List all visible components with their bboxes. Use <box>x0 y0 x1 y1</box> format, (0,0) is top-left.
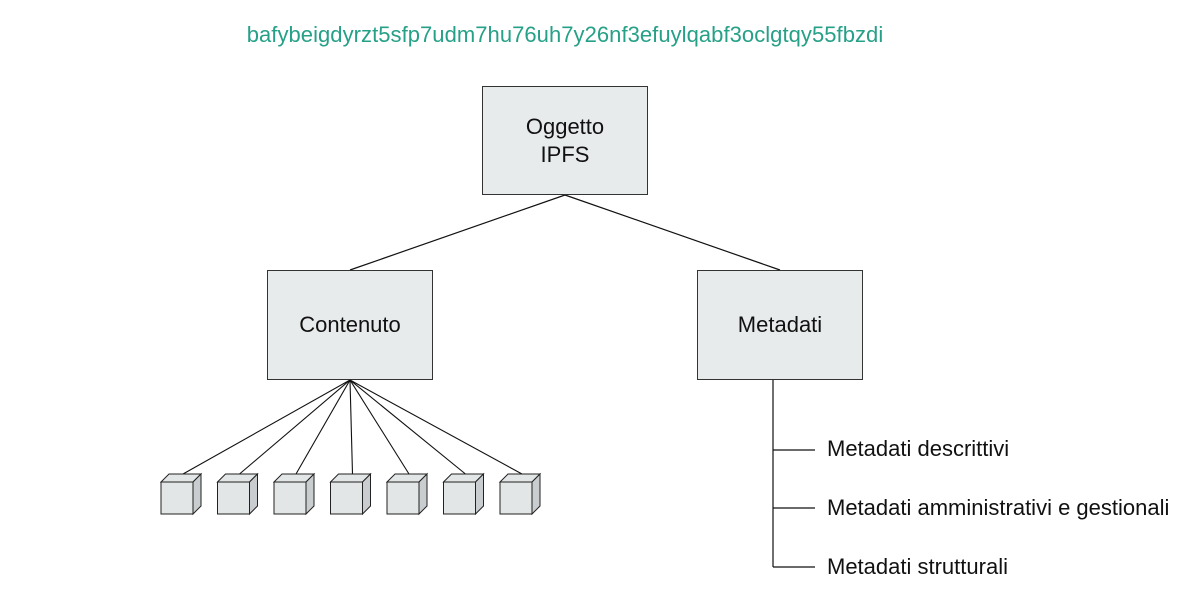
chunk-edge-2 <box>239 379 351 475</box>
chunk-edge-1 <box>182 379 351 475</box>
content-chunks <box>159 379 542 516</box>
metadata-label: Metadati <box>737 312 823 337</box>
chunk-edge-7 <box>349 379 523 475</box>
content-label: Contenuto <box>299 312 401 337</box>
ipfs-object-node: Oggetto IPFS <box>482 86 648 195</box>
edge-root-metadata <box>564 194 781 271</box>
chunk-edge-6 <box>349 379 466 475</box>
chunk-cube-1 <box>159 472 203 516</box>
ipfs-object-label-line2: IPFS <box>540 141 590 167</box>
chunk-edge-4 <box>349 379 354 475</box>
metadata-item-structural: Metadati strutturali <box>827 554 1008 579</box>
metadata-item-administrative: Metadati amministrativi e gestionali <box>827 495 1170 520</box>
metadata-item-descriptive: Metadati descrittivi <box>827 436 1010 461</box>
metadata-node: Metadati <box>697 270 863 380</box>
chunk-cube-7 <box>498 472 542 516</box>
edge-root-content <box>349 194 566 271</box>
ipfs-object-label-line1: Oggetto <box>525 113 605 139</box>
chunk-cube-4 <box>329 472 372 516</box>
chunk-cube-5 <box>385 472 429 516</box>
chunk-edge-5 <box>349 379 410 475</box>
chunk-cube-6 <box>442 472 485 516</box>
content-node: Contenuto <box>267 270 433 380</box>
chunk-cube-2 <box>216 472 259 516</box>
ipfs-cid-text: bafybeigdyrzt5sfp7udm7hu76uh7y26nf3efuyl… <box>246 22 884 47</box>
chunk-edge-3 <box>295 379 351 475</box>
chunk-cube-3 <box>272 472 316 516</box>
